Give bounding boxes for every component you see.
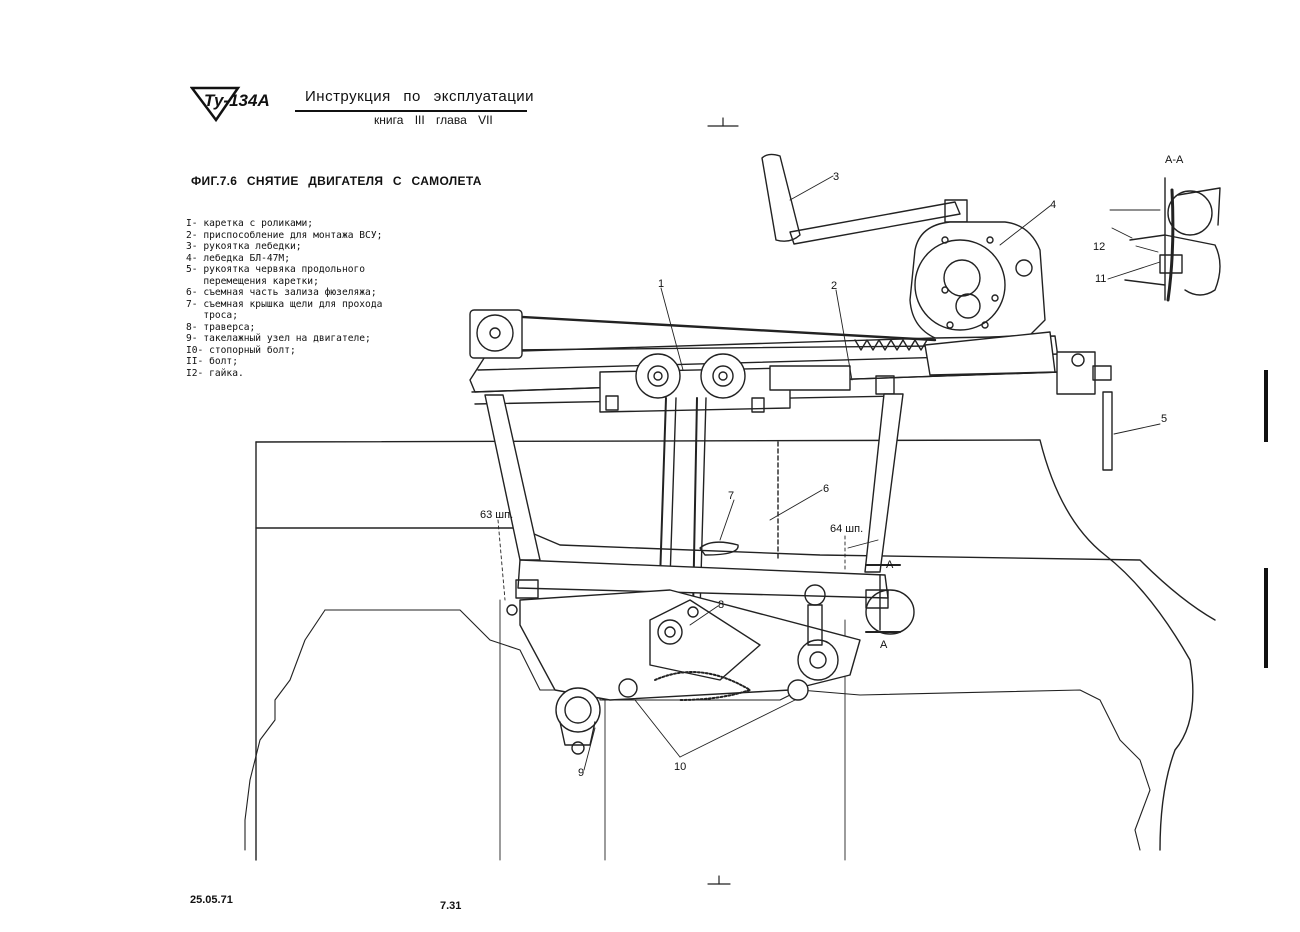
logo-text: Ту-134А [204,91,270,110]
legend-item: 9- такелажный узел на двигателе; [186,333,371,344]
traverse [519,584,861,701]
document-title: Инструкция по эксплуатации [305,88,535,105]
legend-item: 7- съемная крышка щели для прохода троса… [186,298,383,322]
callout-10: 10 [674,761,686,773]
section-label-a-a: А-А [1165,154,1184,166]
legend-item: 8- траверса; [186,321,256,333]
section-mark-a-bottom: А [880,639,888,651]
section-mark-a-top: А [886,559,894,571]
page-number: 7.31 [440,900,462,912]
callout-3: 3 [833,171,839,183]
fuselage-outline [255,439,1194,851]
legend-item: I0- стопорный болт; [186,344,296,356]
rear-strut [864,393,904,573]
callout-6: 6 [823,483,829,495]
frame-label-63: 63 шп. [480,509,513,521]
margin-mark-bottom [1264,568,1268,668]
callout-9: 9 [578,767,584,779]
document-date: 25.05.71 [190,894,233,906]
callout-7: 7 [728,490,734,502]
callout-5: 5 [1161,413,1167,425]
rigging-node [555,687,601,755]
engine-outline [324,609,1151,851]
frame-label-64: 64 шп. [830,523,863,535]
legend-item: 3- рукоятка лебедки; [186,241,302,252]
title-rule [295,110,527,112]
legend-item: 4- лебедка БЛ-47М; [186,252,290,264]
legend-item: II- болт; [186,356,238,367]
section-a-a [1107,177,1221,302]
callout-8: 8 [718,599,724,611]
legend-item: I- каретка с роликами; [186,218,314,229]
winch-handle [761,153,968,245]
legend-item: 2- приспособление для монтажа ВСУ; [186,229,383,241]
tu-134a-logo: Ту-134А [190,86,270,123]
center-mark-top [707,117,739,127]
roller-carriage [599,353,895,413]
legend-item: 6- съемная часть зализа фюзеляжа; [186,287,377,298]
margin-mark-top [1264,370,1268,442]
callout-12: 12 [1093,241,1105,253]
winch-bl47m [909,221,1046,341]
front-strut [484,394,541,561]
callout-numbers: 1 2 3 4 5 6 7 8 9 10 11 12 63 шп. 64 шп.… [480,154,1184,779]
legend-item: I2- гайка. [186,367,244,379]
callout-1: 1 [658,278,664,290]
cradle-frame [506,559,889,616]
carriage-worm-handle [1102,391,1113,471]
legend-item: 5- рукоятка червяка продольного перемеще… [186,264,366,287]
callout-2: 2 [831,280,837,292]
callout-4: 4 [1050,199,1056,211]
center-mark-bottom [707,875,731,885]
document-subtitle: книга III глава VII [374,113,493,127]
figure-title: ФИГ.7.6 СНЯТИЕ ДВИГАТЕЛЯ С САМОЛЕТА [191,174,482,188]
callout-11: 11 [1095,273,1106,285]
figure-legend: I- каретка с роликами; 2- приспособление… [186,218,382,379]
callout-leaders [497,175,1161,771]
